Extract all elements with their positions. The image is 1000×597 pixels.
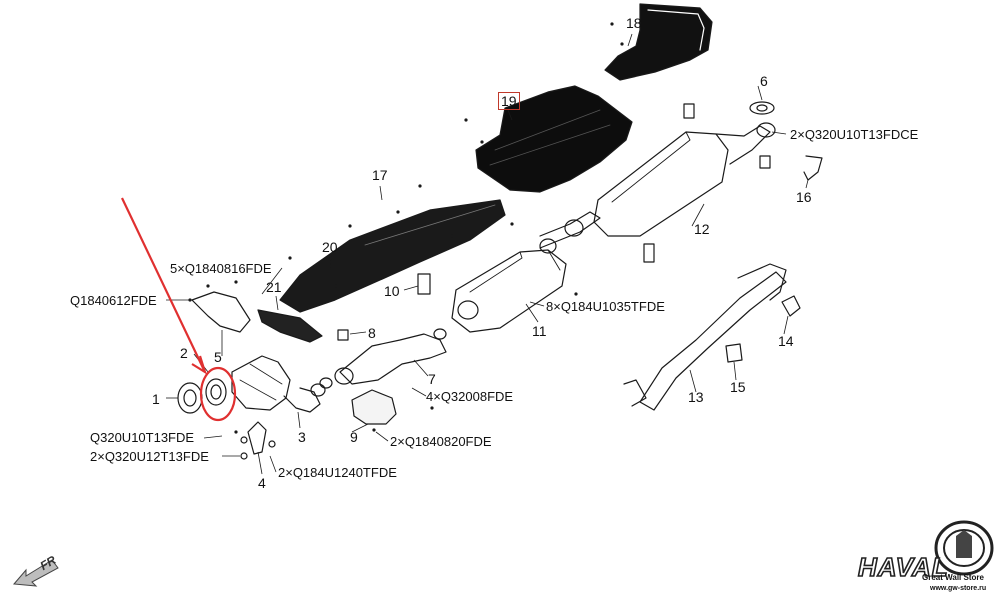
gasket-1: [177, 382, 203, 414]
callout-6: 6: [760, 73, 768, 89]
pipe-7: [339, 333, 447, 385]
callout-14: 14: [778, 333, 794, 349]
clamp-16: [803, 155, 823, 181]
bracket-9: [351, 389, 397, 425]
highlight-circle: [199, 366, 237, 422]
callout-8: 8: [368, 325, 376, 341]
fastener-label: 2×Q320U12T13FDE: [90, 449, 209, 464]
hanger-12b: [683, 103, 695, 119]
heat-shield-18: [604, 3, 713, 81]
callout-12: 12: [694, 221, 710, 237]
hanger-10: [417, 273, 431, 295]
callout-10: 10: [384, 283, 400, 299]
brand-url: www.gw-store.ru: [930, 585, 987, 592]
heat-shield-17-20: [279, 199, 506, 313]
gasket-2: [205, 378, 227, 406]
callout-3: 3: [298, 429, 306, 445]
bracket-4: [247, 421, 267, 455]
brand-store: Great Wall Store: [922, 573, 984, 582]
fastener-label: 5×Q1840816FDE: [170, 261, 272, 276]
callout-18: 18: [626, 15, 642, 31]
callout-1: 1: [152, 391, 160, 407]
fastener-label: Q320U10T13FDE: [90, 430, 195, 445]
callout-19: 19: [498, 92, 520, 110]
callout-20: 20: [322, 239, 338, 255]
fastener-label: 2×Q184U1240TFDE: [278, 465, 397, 480]
callout-9: 9: [350, 429, 358, 445]
callout-13: 13: [688, 389, 704, 405]
callout-16: 16: [796, 189, 812, 205]
hanger-12c: [759, 155, 771, 169]
callout-15: 15: [730, 379, 746, 395]
callout-21: 21: [266, 279, 282, 295]
catalytic-converter-3: [231, 355, 291, 411]
brand-word: HAVAL: [857, 551, 949, 583]
fastener-label: 8×Q184U1035TFDE: [546, 299, 665, 314]
fastener-label: 4×Q32008FDE: [426, 389, 514, 404]
hanger-15: [725, 343, 743, 363]
fastener-label: 2×Q1840820FDE: [390, 434, 492, 449]
rear-muffler-12: [593, 131, 729, 237]
callout-11: 11: [532, 323, 547, 339]
fastener-label: Q1840612FDE: [70, 293, 157, 308]
callout-2: 2: [180, 345, 188, 361]
tailpipe-13: [639, 271, 787, 411]
muffler-11: [451, 249, 567, 333]
callout-7: 7: [428, 371, 436, 387]
callout-4: 4: [258, 475, 266, 491]
heat-shield-21: [257, 309, 323, 343]
gasket-6: [749, 101, 775, 115]
callout-17: 17: [372, 167, 388, 183]
hanger-8: [337, 329, 349, 341]
haval-logo-icon: [934, 520, 994, 576]
fastener-label: 2×Q320U10T13FDCE: [790, 127, 919, 142]
bracket-5: [191, 291, 251, 333]
hanger-12a: [643, 243, 655, 263]
hanger-14: [781, 295, 801, 317]
callout-5: 5: [214, 349, 222, 365]
arrow-fr-icon: [12, 559, 59, 587]
